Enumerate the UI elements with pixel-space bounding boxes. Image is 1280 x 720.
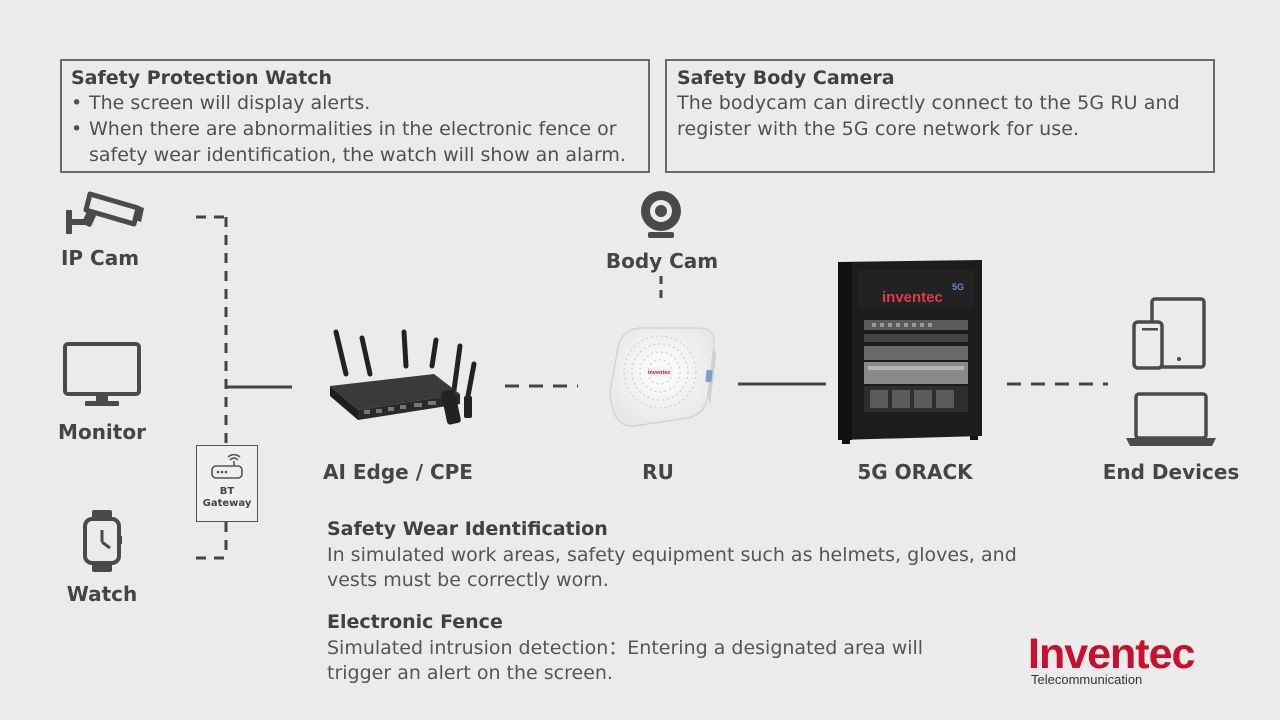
- watch-label: Watch: [66, 582, 138, 606]
- enddevices-label: End Devices: [1102, 460, 1240, 484]
- orack-label: 5G ORACK: [857, 460, 973, 484]
- end-devices-icon: [1126, 297, 1216, 446]
- ipcam-label: IP Cam: [60, 246, 140, 270]
- watch-info-bullets: The screen will display alerts. When the…: [71, 90, 639, 168]
- ru-brand-text: inventec: [648, 370, 670, 376]
- watch-icon: [83, 510, 122, 572]
- logo-brand-text: Inventec: [1028, 630, 1195, 678]
- ru-label: RU: [642, 460, 674, 484]
- rack-brand-text: inventec: [882, 289, 943, 306]
- electronic-fence-text: Simulated intrusion detection：Entering a…: [327, 637, 924, 684]
- bodycam-info-text: The bodycam can directly connect to the …: [677, 92, 1180, 140]
- ai-edge-router-icon: [330, 329, 477, 425]
- gateway-icon: [211, 453, 243, 479]
- bodycam-label: Body Cam: [605, 249, 719, 273]
- logo-sub-text: Telecommunication: [1031, 672, 1143, 687]
- bt-gateway-box: BT Gateway: [196, 445, 258, 522]
- company-logo: Inventec Telecommunication: [1028, 632, 1228, 687]
- radio-unit-icon: inventec: [609, 327, 716, 427]
- gateway-label-line1: BT: [219, 486, 235, 497]
- rack-badge-text: 5G: [952, 282, 964, 292]
- bodycam-info-title: Safety Body Camera: [677, 67, 895, 89]
- watch-info-bullet: When there are abnormalities in the elec…: [71, 116, 639, 168]
- gateway-label-line2: Gateway: [202, 498, 252, 509]
- electronic-fence-section: Electronic Fence Simulated intrusion det…: [327, 610, 967, 686]
- electronic-fence-title: Electronic Fence: [327, 611, 503, 633]
- safety-wear-section: Safety Wear Identification In simulated …: [327, 517, 1017, 593]
- orack-cabinet-icon: inventec 5G: [838, 260, 982, 444]
- bodycam-info-box: Safety Body Camera The bodycam can direc…: [665, 59, 1215, 173]
- monitor-icon: [63, 342, 141, 406]
- watch-info-bullet: The screen will display alerts.: [71, 90, 639, 116]
- body-camera-icon: [641, 191, 681, 238]
- watch-info-title: Safety Protection Watch: [71, 67, 333, 89]
- safety-wear-text: In simulated work areas, safety equipmen…: [327, 544, 1017, 591]
- aiedge-label: AI Edge / CPE: [323, 460, 473, 484]
- safety-wear-title: Safety Wear Identification: [327, 518, 608, 540]
- monitor-label: Monitor: [58, 420, 146, 444]
- watch-info-box: Safety Protection Watch The screen will …: [60, 59, 650, 173]
- ip-camera-icon: [66, 191, 144, 234]
